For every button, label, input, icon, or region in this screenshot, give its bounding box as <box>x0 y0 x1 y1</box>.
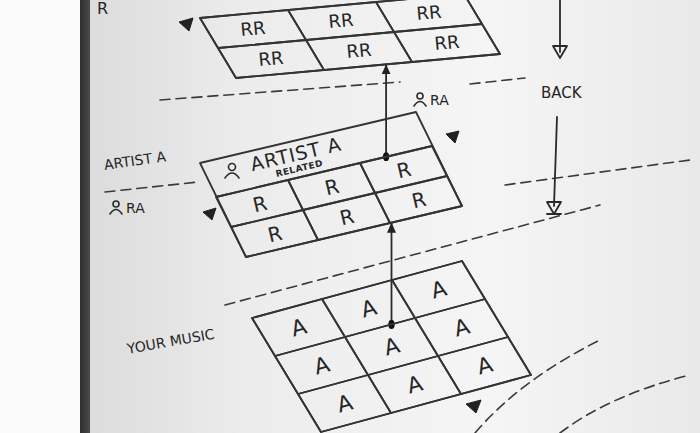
grid-cell: RR <box>218 40 324 78</box>
grid-cell: R <box>303 193 390 240</box>
grid-outline <box>306 32 412 70</box>
dashed-guide <box>560 375 690 433</box>
cell-letter: A <box>428 277 448 302</box>
grid-outline <box>200 112 462 257</box>
dashed-guide <box>160 82 400 100</box>
sketch-note: RA <box>126 201 145 215</box>
grid-cell: RR <box>394 24 500 62</box>
grid-cell: A <box>322 280 415 337</box>
grid-cell: A <box>438 337 531 394</box>
grid-cell: A <box>275 337 368 394</box>
grid-outline <box>368 356 461 413</box>
cell-letter: A <box>288 315 308 340</box>
corner-marker <box>446 131 459 143</box>
grid-outline <box>375 176 462 223</box>
cell-letter: RR <box>240 19 267 39</box>
cell-letter: A <box>311 353 331 378</box>
back-arrow-bar <box>547 213 561 215</box>
sketch-note: BACK <box>541 86 582 101</box>
grid-outline <box>345 318 438 375</box>
grid-cell: RR <box>306 32 412 70</box>
corner-marker <box>179 18 193 31</box>
grid-cell: A <box>392 261 485 318</box>
dashed-guide <box>470 78 525 84</box>
cell-letter: R <box>265 222 283 245</box>
grid-cell: R <box>231 210 318 257</box>
sketch-note: RA <box>430 93 449 107</box>
cell-letter: RR <box>434 33 461 53</box>
grid-outline <box>200 0 500 78</box>
dashed-guide <box>505 160 690 185</box>
grid-outline <box>392 261 485 318</box>
person-icon <box>113 201 119 207</box>
cell-letter: A <box>381 334 401 359</box>
grid-cell: A <box>252 299 345 356</box>
corner-marker <box>466 400 481 413</box>
back-arrowhead <box>547 202 561 214</box>
grid-outline <box>322 280 415 337</box>
grid-panel: ARTIST ARELATEDRRRRRR <box>200 112 462 257</box>
person-icon <box>110 210 122 215</box>
person-icon <box>417 93 423 99</box>
dashed-guide <box>105 182 198 192</box>
back-arrow <box>559 0 561 52</box>
cell-letter: RR <box>416 3 443 23</box>
back-arrow <box>554 117 557 206</box>
grid-outline <box>252 261 531 432</box>
cell-letter: R <box>394 158 412 181</box>
grid-panel: RRRRRRRRRRRRR <box>200 0 500 78</box>
cell-letter: RR <box>346 41 373 61</box>
flow-arrow <box>385 64 387 156</box>
grid-outline <box>218 40 324 78</box>
cell-letter: A <box>451 315 471 340</box>
grid-outline <box>275 337 368 394</box>
grid-cell: R <box>375 176 462 223</box>
sketch-note: ARTIST A <box>103 149 167 172</box>
grid-heading: YOUR MUSIC <box>126 327 215 356</box>
grid-outline <box>415 299 508 356</box>
person-icon <box>414 102 426 107</box>
grid-outline <box>252 299 345 356</box>
cell-letter: R <box>337 205 355 228</box>
cell-letter: A <box>334 391 354 416</box>
grid-cell: RR <box>376 0 482 32</box>
flow-arrow <box>391 223 393 325</box>
grid-cell: A <box>345 318 438 375</box>
grid-outline <box>438 337 531 394</box>
back-arrowhead <box>553 46 567 58</box>
cell-letter: RR <box>258 49 285 69</box>
cell-letter: RR <box>328 11 355 31</box>
grid-cell: A <box>368 356 461 413</box>
person-icon <box>225 173 239 178</box>
cell-letter: R <box>250 192 268 215</box>
grid-outline <box>231 210 318 257</box>
grid-outline <box>303 193 390 240</box>
grid-cell: A <box>298 375 391 432</box>
cell-letter: A <box>404 372 424 397</box>
grid-outline <box>394 24 500 62</box>
grid-panel: YOUR MUSICAAAAAAAAA <box>252 261 531 432</box>
cell-letter: R <box>409 188 427 211</box>
person-icon <box>229 164 236 171</box>
grid-cell: A <box>415 299 508 356</box>
grid-outline <box>376 0 482 32</box>
grid-outline <box>298 375 391 432</box>
cell-letter: A <box>474 353 494 378</box>
cell-letter: R <box>322 175 340 198</box>
dashed-guide <box>225 205 600 305</box>
corner-marker <box>203 208 216 220</box>
grid-heading: R <box>97 1 108 17</box>
cell-letter: A <box>358 296 378 321</box>
